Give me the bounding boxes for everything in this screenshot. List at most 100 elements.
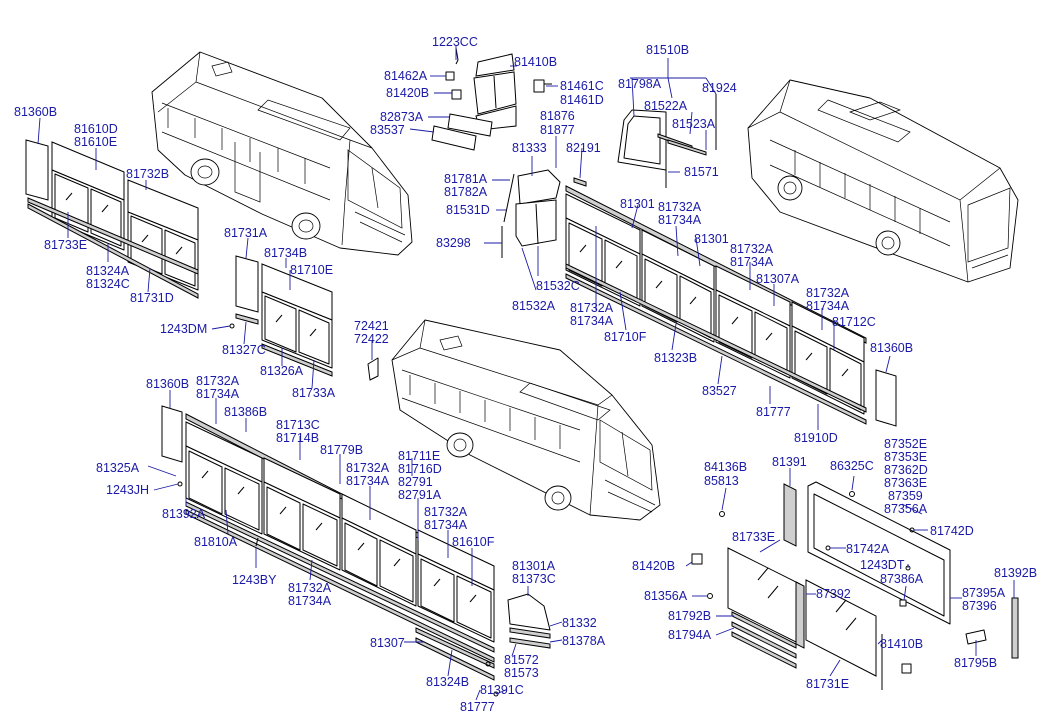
- rear-glass-81731e: [805, 579, 877, 677]
- label-83537: 83537: [370, 123, 405, 137]
- clip-81391c: [485, 661, 491, 667]
- rear-frame-87352e: [807, 481, 951, 625]
- label-81714b: 81714B: [276, 431, 319, 445]
- label-87353e: 87353E: [884, 450, 927, 464]
- frame-81710f: [565, 217, 641, 307]
- leader-lines: [37, 46, 1015, 701]
- bus-illustration-middle: [391, 319, 661, 521]
- label-81332: 81332: [562, 616, 597, 630]
- sill-81777: [565, 263, 867, 413]
- label-81781a: 81781A: [444, 172, 488, 186]
- glass-81731a: [235, 255, 259, 313]
- label-72422: 72422: [354, 332, 389, 346]
- lower-window-run: [161, 405, 499, 697]
- label-1243jh: 1243JH: [106, 483, 149, 497]
- label-81711e: 81711E: [398, 449, 440, 463]
- strip-87392: [795, 581, 805, 649]
- rod-81781a: [503, 173, 515, 223]
- label-81462a: 81462A: [384, 69, 428, 83]
- label-81779b: 81779B: [320, 443, 363, 457]
- label-81710f: 81710F: [604, 330, 647, 344]
- label-81777-bottom: 81777: [460, 700, 495, 714]
- seal-strip-81324a: [27, 197, 199, 275]
- bracket-72421: [367, 357, 379, 381]
- label-81798a: 81798A: [618, 77, 662, 91]
- windshield-81410b: [475, 53, 515, 77]
- label-81610f: 81610F: [452, 535, 495, 549]
- label-81532a: 81532A: [512, 299, 556, 313]
- label-81392a: 81392A: [162, 507, 206, 521]
- label-81733e-bottom: 81733E: [732, 530, 775, 544]
- label-81373c: 81373C: [512, 572, 556, 586]
- label-81732b: 81732B: [126, 167, 169, 181]
- label-72421: 72421: [354, 319, 389, 333]
- label-81461d: 81461D: [560, 93, 604, 107]
- label-81510b: 81510B: [646, 43, 689, 57]
- label-81610e: 81610E: [74, 135, 117, 149]
- label-81360b-left: 81360B: [14, 105, 57, 119]
- strip-81794a: [731, 621, 797, 659]
- door-glass-81876: [517, 169, 561, 205]
- label-81378a: 81378A: [562, 634, 606, 648]
- seal-81332: [509, 627, 551, 639]
- label-81301a: 81301A: [512, 559, 556, 573]
- label-81734a-f: 81734A: [346, 474, 390, 488]
- label-81356a: 81356A: [644, 589, 688, 603]
- label-81733e-left: 81733E: [44, 238, 87, 252]
- quarter-glass-81360b-right: [875, 369, 897, 427]
- label-81731e: 81731E: [806, 677, 849, 691]
- label-81734a-a: 81734A: [658, 213, 702, 227]
- label-87362d: 87362D: [884, 463, 928, 477]
- label-81532c: 81532C: [536, 279, 580, 293]
- label-83527: 83527: [702, 384, 737, 398]
- label-1243by: 1243BY: [232, 573, 277, 587]
- label-81572: 81572: [504, 653, 539, 667]
- right-side-window-run: [565, 185, 897, 427]
- label-84136b: 84136B: [704, 460, 747, 474]
- label-81420b: 81420B: [386, 86, 429, 100]
- strip-81326a: [261, 343, 333, 377]
- label-82191: 82191: [566, 141, 601, 155]
- label-81782a: 81782A: [444, 185, 488, 199]
- quarter-glass-81360b-bottom: [161, 405, 183, 463]
- frame-81323b: [641, 253, 715, 343]
- label-81713c: 81713C: [276, 418, 320, 432]
- label-81810a: 81810A: [194, 535, 238, 549]
- label-81734a-h: 81734A: [424, 518, 468, 532]
- clip-81461c: [533, 79, 545, 93]
- label-87363e: 87363E: [884, 476, 927, 490]
- window-frame-81731d: [127, 211, 199, 291]
- label-82873a: 82873A: [380, 110, 424, 124]
- label-81732a-a: 81732A: [658, 200, 702, 214]
- label-81410b: 81410B: [514, 55, 557, 69]
- strip-81792b: [731, 611, 797, 649]
- seal-strip-81324c: [27, 203, 199, 299]
- label-81324a: 81324A: [86, 264, 130, 278]
- label-81410b-bottom: 81410B: [880, 637, 923, 651]
- label-81301-b: 81301: [694, 232, 729, 246]
- corner-glass-81301a: [507, 593, 551, 631]
- bolt-1243dm: [229, 323, 235, 329]
- label-81876: 81876: [540, 109, 575, 123]
- label-81732a-f: 81732A: [346, 461, 390, 475]
- label-81794a: 81794A: [668, 628, 712, 642]
- pad-81795b: [965, 629, 987, 645]
- label-81732a-h: 81732A: [424, 505, 468, 519]
- label-81324b: 81324B: [426, 675, 469, 689]
- label-87352e: 87352E: [884, 437, 927, 451]
- label-81734a-d: 81734A: [570, 314, 614, 328]
- label-81734b: 81734B: [264, 246, 307, 260]
- label-81391c: 81391C: [480, 683, 524, 697]
- label-81877: 81877: [540, 123, 575, 137]
- door-glass-81532a: [515, 199, 557, 247]
- strip-82191: [573, 177, 587, 187]
- label-81795b: 81795B: [954, 656, 997, 670]
- label-81910d: 81910D: [794, 431, 838, 445]
- label-87356a: 87356A: [884, 502, 928, 516]
- clip-81410b-lower: [901, 663, 912, 674]
- seal-81378a: [509, 637, 551, 649]
- label-81391: 81391: [772, 455, 807, 469]
- label-81301-a: 81301: [620, 197, 655, 211]
